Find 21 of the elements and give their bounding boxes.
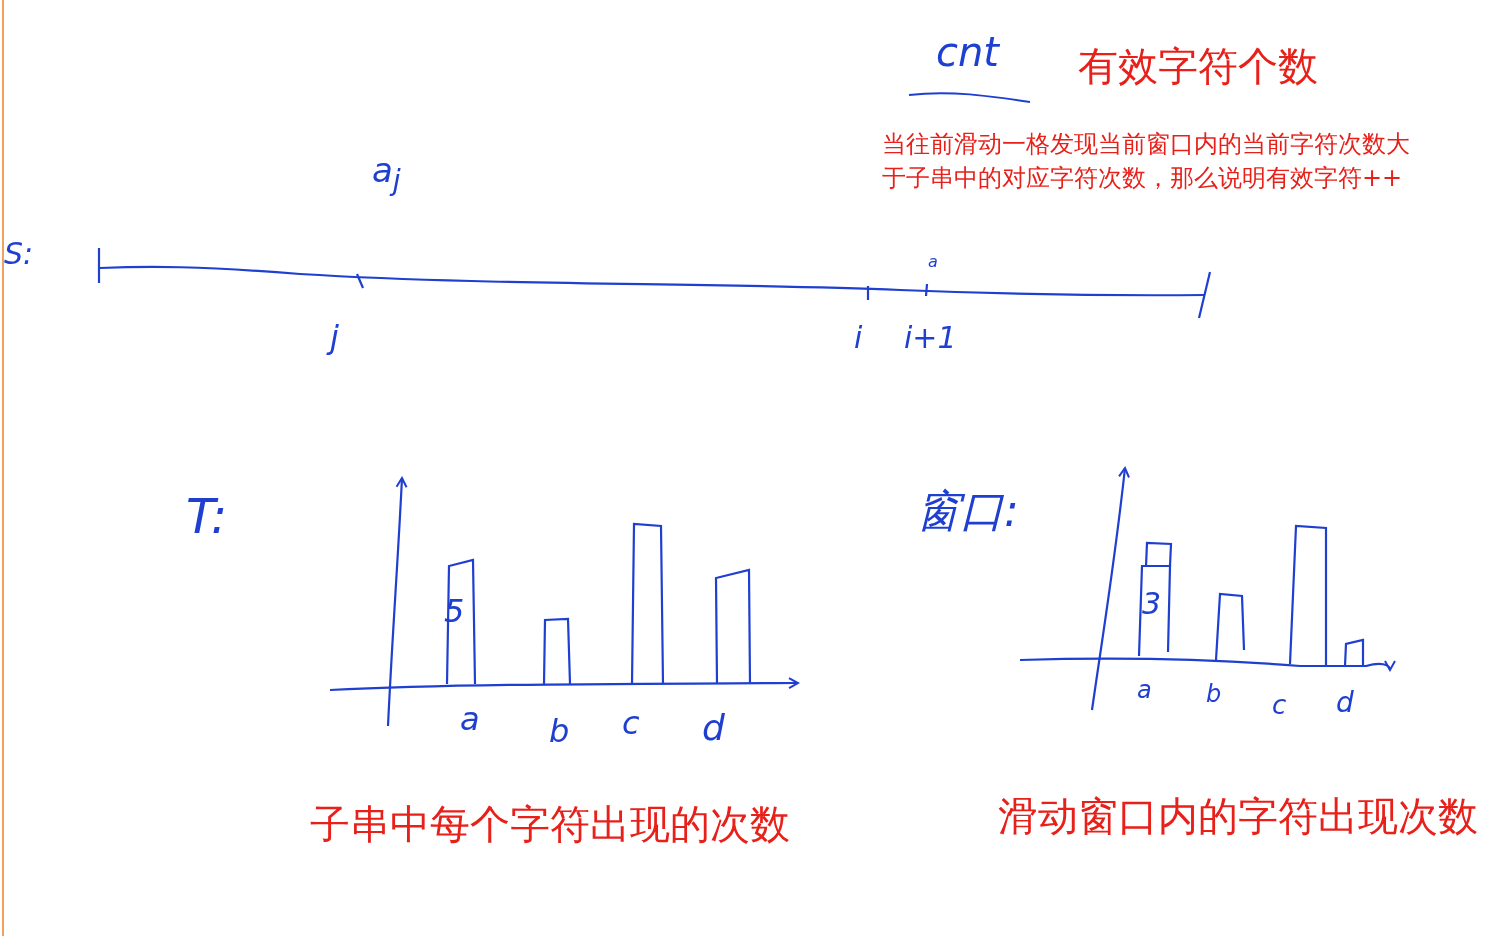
handwritten-label: d [1336,686,1354,720]
handwritten-label: a$_{j}$ [372,150,401,198]
handwritten-label: 3 [1142,586,1162,622]
caption: 子串中每个字符出现的次数 [310,800,790,848]
note-text: 当往前滑动一格发现当前窗口内的当前字符次数大于子串中的对应字符次数，那么说明有效字符++ [882,129,1411,194]
handwritten-label: 窗口: [916,485,1019,538]
handwritten-label: a [460,700,480,739]
handwritten-label: i [854,320,863,356]
handwritten-label: T: [186,488,228,546]
handwritten-label: c [622,704,640,743]
handwritten-label: a [1137,676,1152,705]
handwritten-label: c [1272,690,1287,722]
handwritten-label: a [928,252,938,272]
handwritten-label: d [702,706,725,750]
handwritten-label: b [549,712,570,751]
caption: 滑动窗口内的字符出现次数 [998,792,1478,840]
handwritten-label: cnt [936,28,1000,76]
handwritten-label: S: [4,236,34,272]
heading: 有效字符个数 [1078,42,1318,90]
handwritten-label: b [1206,680,1222,709]
handwritten-label: i+1 [904,320,957,356]
